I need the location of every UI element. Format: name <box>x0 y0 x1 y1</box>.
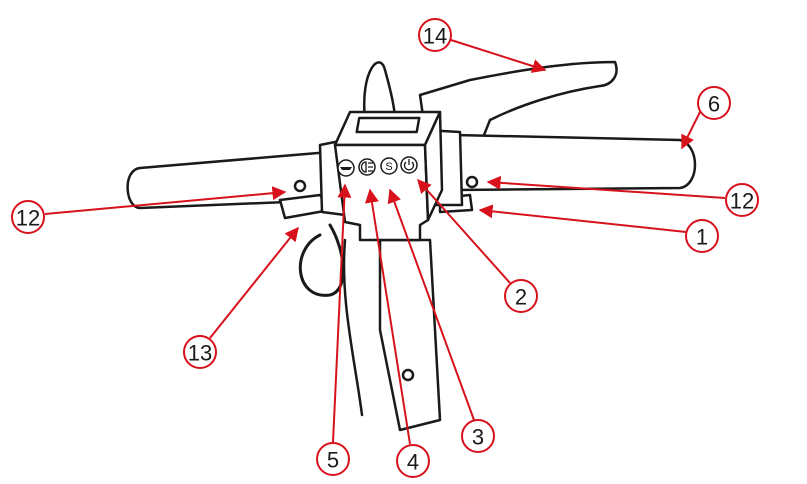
callout-1: 1 <box>685 219 719 253</box>
arrow-12-left <box>44 186 287 215</box>
right-screw <box>465 175 479 189</box>
svg-text:13: 13 <box>188 341 212 366</box>
svg-text:3: 3 <box>472 425 484 450</box>
callout-6: 6 <box>697 86 731 120</box>
svg-text:4: 4 <box>407 450 419 475</box>
arrow-5 <box>332 183 352 443</box>
arrow-3 <box>387 188 475 421</box>
headlight-icon[interactable] <box>358 158 376 176</box>
callout-14: 14 <box>418 18 452 52</box>
power-icon[interactable] <box>400 156 418 174</box>
cable <box>362 61 397 122</box>
display-screen <box>355 116 421 134</box>
speed-mode-glyph: S <box>385 161 392 173</box>
arrow-2 <box>417 178 511 284</box>
callout-13: 13 <box>183 335 217 369</box>
arrow-6 <box>681 111 701 150</box>
speed-mode-icon[interactable]: S <box>380 157 398 175</box>
arrow-13 <box>209 226 299 339</box>
callout-5: 5 <box>316 442 350 476</box>
arrow-4 <box>365 188 411 445</box>
callout-12-right: 12 <box>725 183 759 217</box>
left-screw <box>293 179 307 193</box>
stem-screw <box>401 368 415 382</box>
svg-text:6: 6 <box>708 92 720 117</box>
callout-4: 4 <box>396 444 430 478</box>
arrow-12-right <box>486 175 726 199</box>
svg-text:2: 2 <box>515 285 527 310</box>
svg-text:5: 5 <box>327 448 339 473</box>
arrow-1 <box>478 204 687 233</box>
svg-text:1: 1 <box>696 225 708 250</box>
stem <box>378 238 442 432</box>
callout-12-left: 12 <box>11 200 45 234</box>
cable-loop <box>298 223 345 297</box>
callout-2: 2 <box>504 279 538 313</box>
cable-lower <box>342 238 364 417</box>
svg-text:12: 12 <box>16 206 40 231</box>
callout-3: 3 <box>461 419 495 453</box>
arrow-14 <box>450 39 547 73</box>
svg-text:14: 14 <box>423 24 447 49</box>
horn-icon[interactable] <box>337 159 355 177</box>
svg-text:12: 12 <box>730 189 754 214</box>
